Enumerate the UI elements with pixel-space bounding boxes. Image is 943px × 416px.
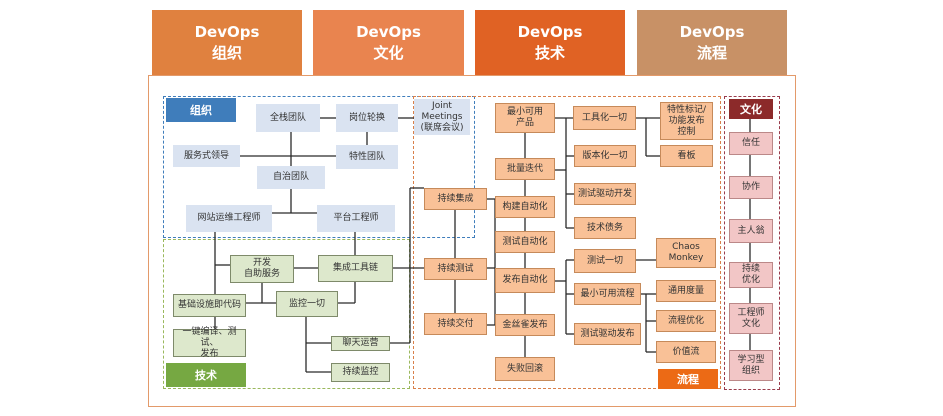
node-collaboration: 协作 bbox=[729, 176, 773, 199]
header-devops-tech: DevOps 技术 bbox=[475, 10, 625, 75]
node-servant-leadership: 服务式领导 bbox=[173, 145, 240, 167]
node-job-rotation: 岗位轮换 bbox=[336, 104, 398, 132]
org-region bbox=[163, 96, 475, 238]
node-continuous-integration: 持续集成 bbox=[424, 188, 487, 210]
node-test-automation: 测试自动化 bbox=[495, 231, 555, 253]
header-tech-line2: 技术 bbox=[534, 43, 565, 62]
header-tech-line1: DevOps bbox=[517, 22, 583, 41]
node-failure-rollback: 失败回滚 bbox=[495, 357, 555, 381]
header-culture-line1: DevOps bbox=[356, 22, 421, 41]
node-continuous-optimization: 持续 优化 bbox=[729, 262, 773, 288]
node-dev-self-service: 开发 自助服务 bbox=[230, 255, 294, 283]
node-canary-release: 金丝雀发布 bbox=[495, 314, 555, 336]
node-trust: 信任 bbox=[729, 132, 773, 155]
node-test-everything: 测试一切 bbox=[574, 249, 636, 273]
node-learning-organization: 学习型 组织 bbox=[729, 350, 773, 381]
node-version-everything: 版本化一切 bbox=[574, 145, 636, 167]
node-feature-flag: 特性标记/ 功能发布 控制 bbox=[660, 102, 713, 140]
header-org-line2: 组织 bbox=[211, 43, 242, 62]
node-batch-iteration: 批量迭代 bbox=[495, 158, 555, 180]
node-integrated-toolchain: 集成工具链 bbox=[318, 255, 393, 282]
node-platform-engineer: 平台工程师 bbox=[317, 205, 395, 232]
node-chaos-monkey: Chaos Monkey bbox=[656, 238, 716, 268]
node-kanban: 看板 bbox=[660, 145, 713, 167]
process-region-label: 流程 bbox=[658, 369, 718, 389]
node-process-optimization: 流程优化 bbox=[656, 310, 716, 332]
node-technical-debt: 技术债务 bbox=[574, 217, 636, 239]
node-autonomous-team: 自治团队 bbox=[257, 166, 325, 189]
node-test-driven-release: 测试驱动发布 bbox=[574, 323, 641, 345]
node-tool-everything: 工具化一切 bbox=[573, 106, 636, 130]
node-minimum-viable-process: 最小可用流程 bbox=[574, 283, 641, 305]
node-common-metrics: 通用度量 bbox=[656, 280, 716, 302]
culture-region bbox=[724, 96, 780, 390]
node-engineer-culture: 工程师 文化 bbox=[729, 303, 773, 334]
node-build-automation: 构建自动化 bbox=[495, 196, 555, 218]
node-chatops: 聊天运营 bbox=[331, 336, 390, 351]
node-fullstack-team: 全栈团队 bbox=[256, 104, 320, 132]
node-continuous-monitoring: 持续监控 bbox=[331, 363, 390, 382]
node-value-stream: 价值流 bbox=[656, 341, 716, 363]
node-one-click-build: 一键编译、测试、 发布 bbox=[173, 327, 246, 359]
header-process-line2: 流程 bbox=[696, 43, 727, 62]
node-test-driven-development: 测试驱动开发 bbox=[574, 183, 636, 205]
tech-region-label: 技术 bbox=[166, 363, 246, 387]
node-feature-team: 特性团队 bbox=[336, 145, 398, 169]
node-monitor-everything: 监控一切 bbox=[276, 291, 338, 317]
node-joint-meetings: Joint Meetings (联席会议) bbox=[414, 99, 470, 135]
org-region-label: 组织 bbox=[166, 98, 236, 122]
header-org-line1: DevOps bbox=[194, 22, 260, 41]
header-devops-culture: DevOps 文化 bbox=[313, 10, 464, 75]
header-process-line1: DevOps bbox=[679, 22, 745, 41]
node-continuous-delivery: 持续交付 bbox=[424, 313, 487, 335]
node-infrastructure-as-code: 基础设施即代码 bbox=[173, 294, 246, 317]
header-devops-org: DevOps 组织 bbox=[152, 10, 302, 75]
header-devops-process: DevOps 流程 bbox=[637, 10, 787, 75]
header-culture-line2: 文化 bbox=[373, 43, 404, 62]
process-region bbox=[413, 96, 721, 389]
node-continuous-testing: 持续测试 bbox=[424, 258, 487, 280]
node-ownership: 主人翁 bbox=[729, 219, 773, 243]
node-mvp: 最小可用 产品 bbox=[495, 103, 555, 133]
node-release-automation: 发布自动化 bbox=[495, 268, 555, 293]
node-site-reliability-engineer: 网站运维工程师 bbox=[186, 205, 272, 232]
culture-region-label: 文化 bbox=[729, 99, 773, 119]
